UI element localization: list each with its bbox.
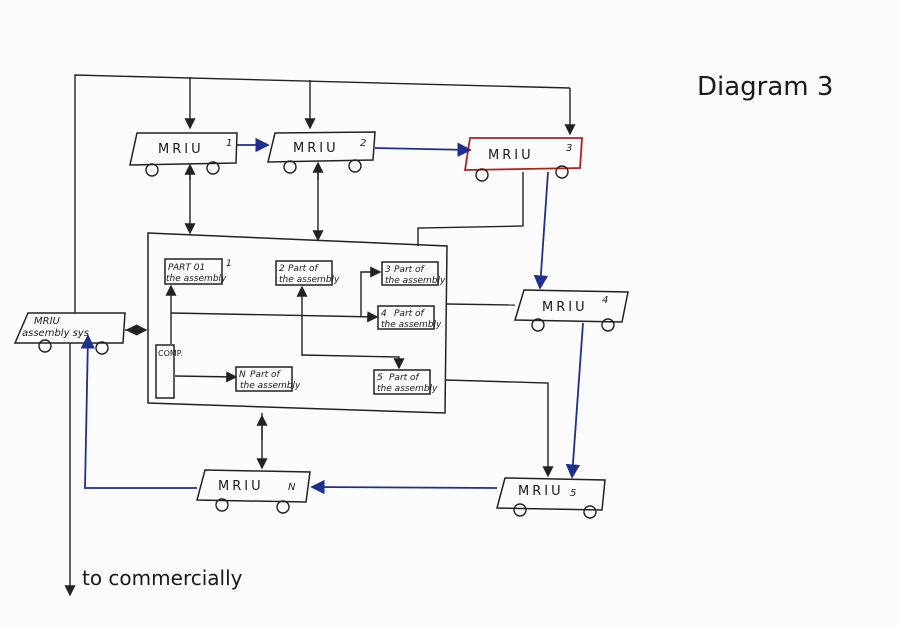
part-label: PART 01 bbox=[168, 263, 205, 273]
part-number: 2 bbox=[279, 264, 285, 274]
part-number: 5 bbox=[377, 373, 383, 383]
part-n: N Part of the assembly bbox=[235, 366, 301, 392]
part-number: 3 bbox=[385, 265, 391, 275]
mriu-label: MRIU bbox=[218, 479, 264, 494]
part-5: 5 Part of the assembly bbox=[373, 369, 438, 395]
mriu-label: MRIU bbox=[293, 141, 339, 156]
diagram-title: Diagram 3 bbox=[697, 72, 833, 102]
mriu-label: MRIU bbox=[518, 484, 564, 499]
part-label: Part of bbox=[389, 373, 421, 383]
assembly-label-2: assembly sys bbox=[22, 328, 89, 339]
mriu-number: 3 bbox=[566, 143, 572, 154]
mriu-unit-n: MRIU N bbox=[196, 469, 311, 514]
assembly-area: COMP. PART 01 the assembly 1 2 Part of t… bbox=[64, 161, 554, 597]
part-label: Part of bbox=[394, 265, 426, 275]
mriu-number: 5 bbox=[570, 488, 576, 499]
part-label: the assembly bbox=[377, 384, 438, 394]
comp-label: COMP. bbox=[158, 349, 183, 358]
part-label: the assembly bbox=[279, 275, 340, 285]
part-label: Part of bbox=[288, 264, 320, 274]
part-label: the assembly bbox=[240, 381, 301, 391]
part-3: 3 Part of the assembly bbox=[381, 261, 446, 286]
mriu-number: 2 bbox=[360, 138, 366, 149]
mriu-assembly-system: MRIU assembly sys bbox=[13, 312, 126, 355]
top-feed-lines bbox=[74, 74, 576, 313]
mriu-label: MRIU bbox=[488, 148, 534, 163]
part-4: 4 Part of the assembly bbox=[377, 305, 442, 330]
mriu-unit-2: MRIU 2 bbox=[267, 131, 376, 174]
mriu-label: MRIU bbox=[158, 142, 204, 157]
part-label: the assembly bbox=[381, 320, 442, 330]
part-1: PART 01 the assembly 1 bbox=[164, 258, 232, 285]
mriu-unit-4: MRIU 4 bbox=[513, 289, 629, 332]
part-label: the assembly bbox=[385, 276, 446, 286]
comp-block bbox=[155, 344, 175, 399]
mriu-number: 1 bbox=[226, 138, 232, 149]
assembly-label-1: MRIU bbox=[34, 316, 61, 327]
part-2: 2 Part of the assembly bbox=[275, 260, 340, 286]
mriu-number: 4 bbox=[602, 295, 608, 306]
part-label: Part of bbox=[394, 309, 426, 319]
mriu-number: N bbox=[288, 482, 296, 493]
mriu-unit-3: MRIU 3 bbox=[463, 137, 583, 182]
mriu-label: MRIU bbox=[542, 300, 588, 315]
part-label: Part of bbox=[250, 370, 282, 380]
mriu-unit-5: MRIU 5 bbox=[496, 477, 606, 519]
part-number: 4 bbox=[381, 309, 387, 319]
part-label: the assembly bbox=[166, 274, 227, 284]
blue-flow-arrows bbox=[80, 137, 584, 495]
part-number: 1 bbox=[226, 259, 232, 269]
part-number: N bbox=[239, 370, 246, 380]
output-label: to commercially bbox=[82, 566, 243, 590]
mriu-unit-1: MRIU 1 bbox=[129, 132, 238, 177]
